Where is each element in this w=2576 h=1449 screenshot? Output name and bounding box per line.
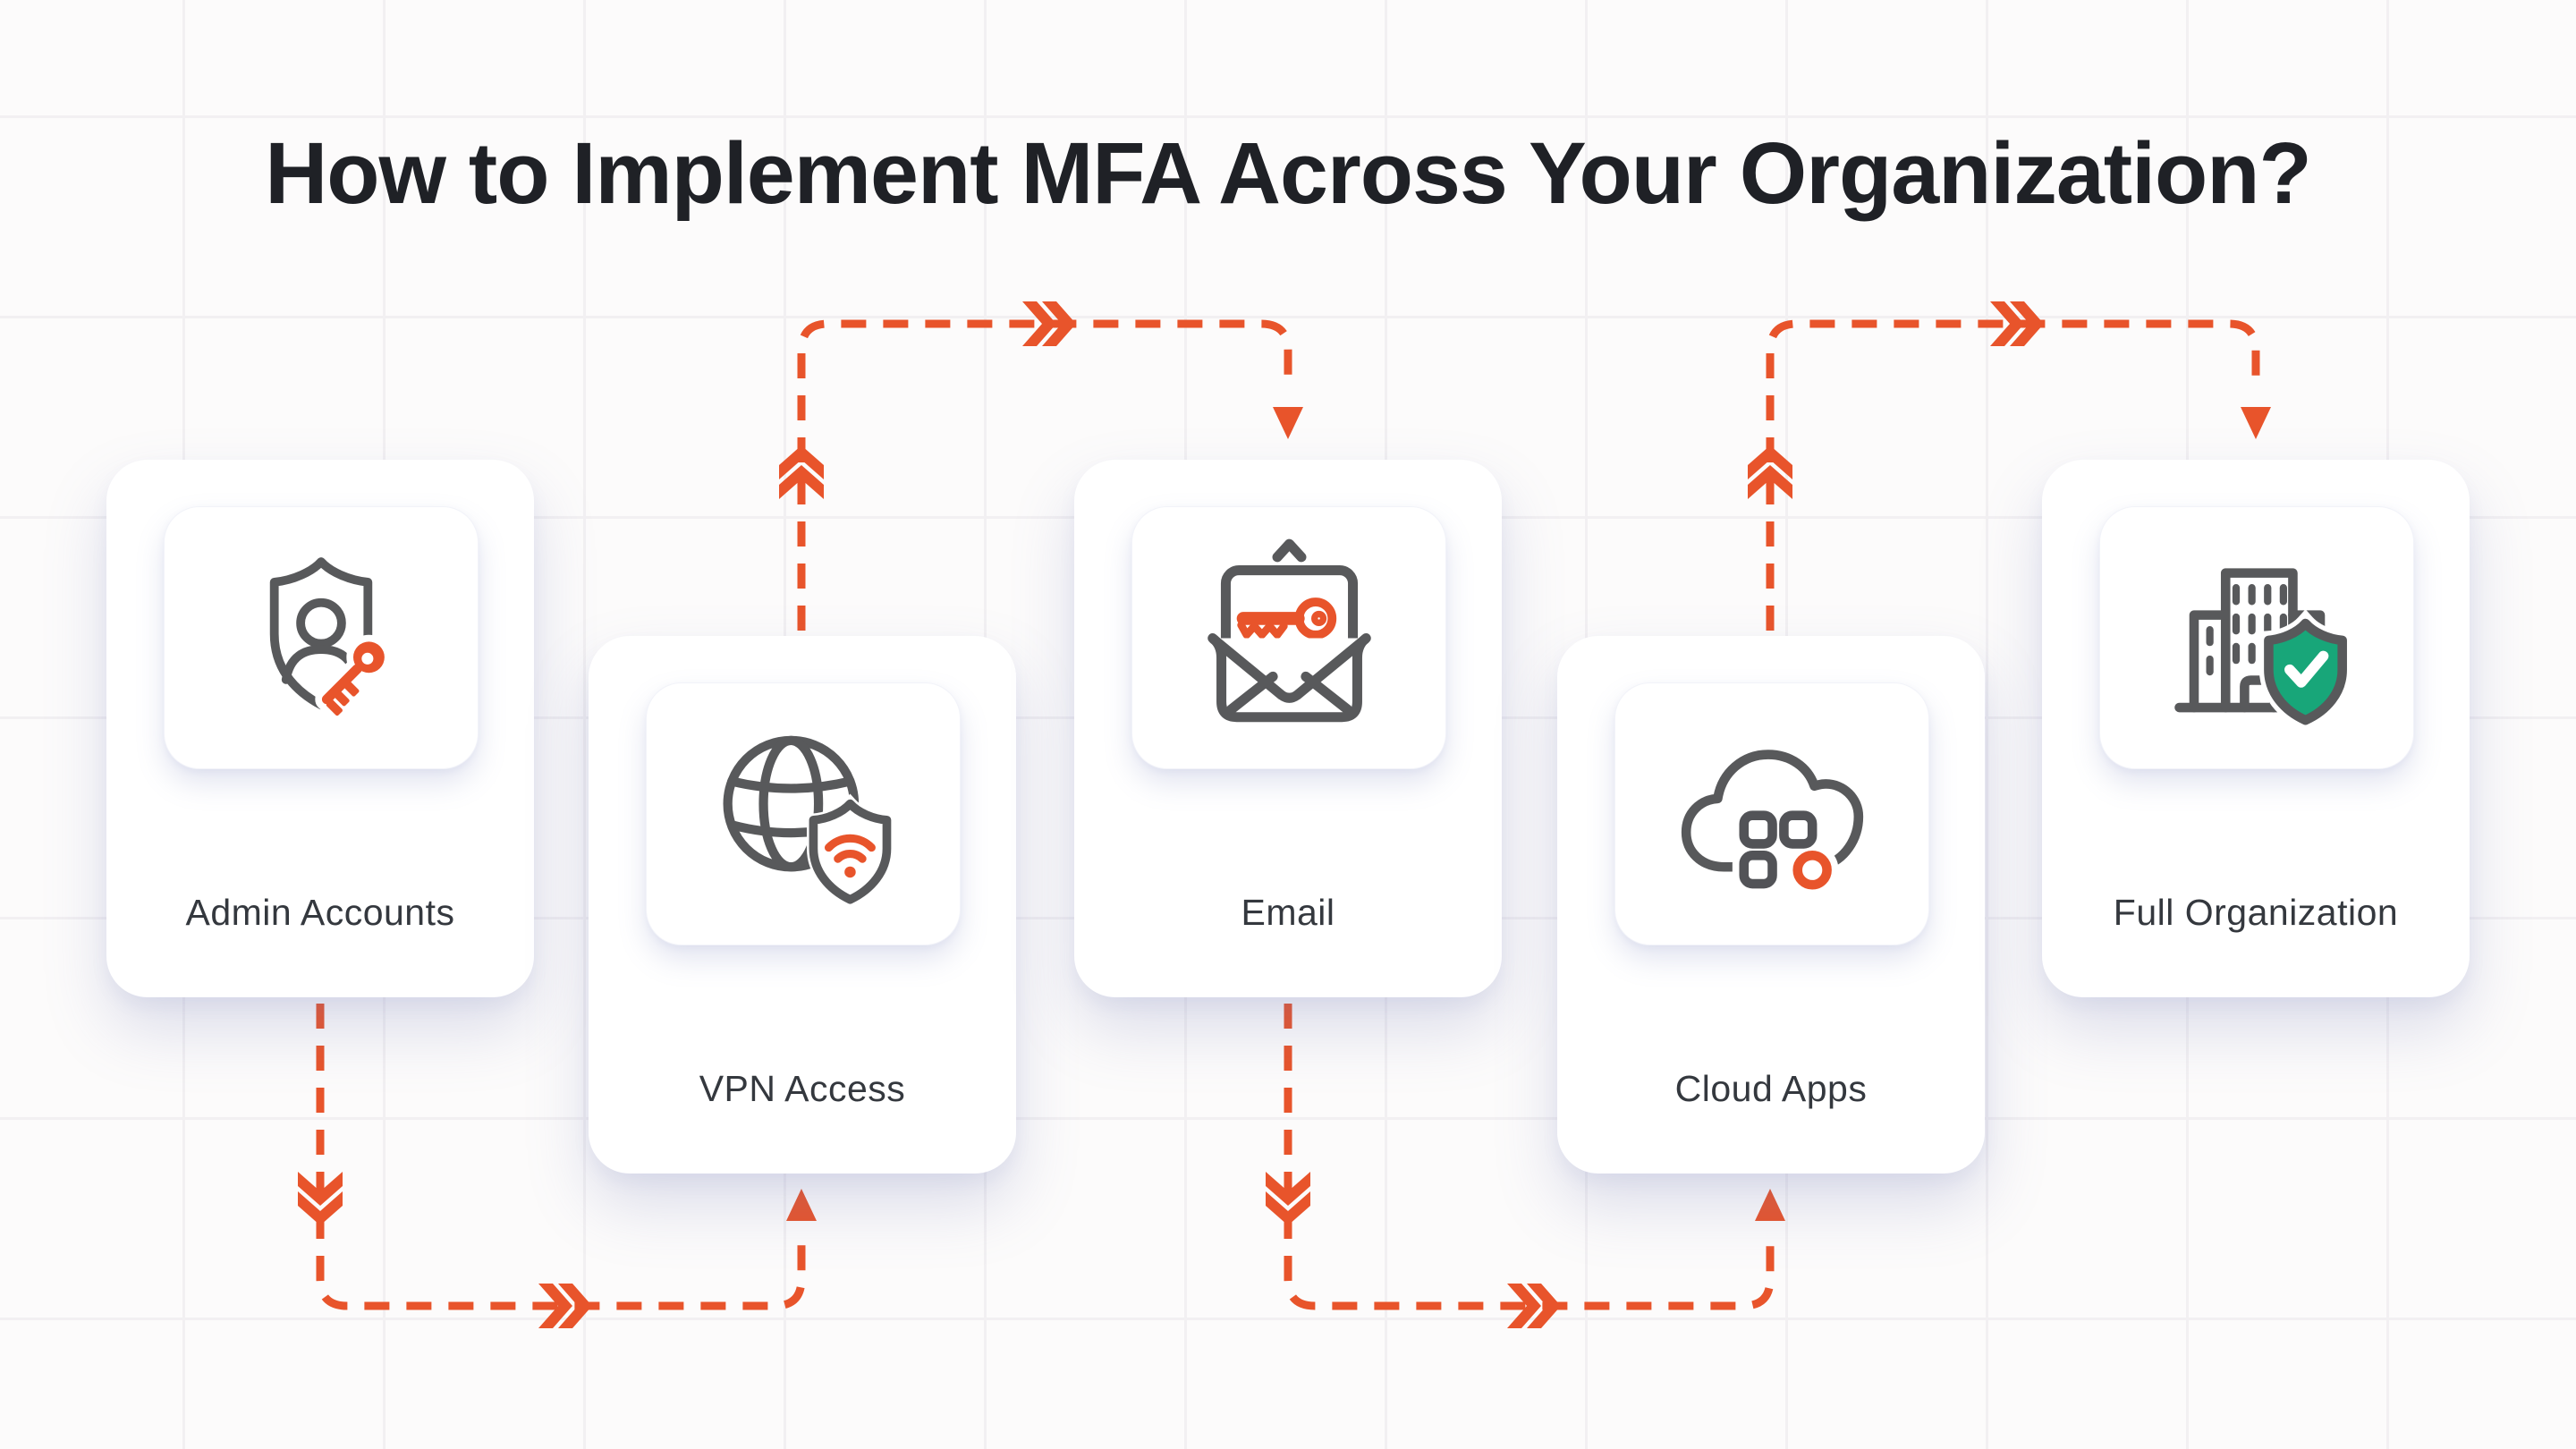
card-label: Email <box>1241 892 1335 933</box>
key-icon <box>315 634 392 723</box>
building-shield-check-icon <box>2174 567 2351 731</box>
card-icon-tile <box>164 506 479 769</box>
card-admin-accounts: Admin Accounts <box>106 460 534 997</box>
card-label: Admin Accounts <box>185 892 455 933</box>
wifi-icon <box>824 834 876 852</box>
card-icon-tile <box>1131 506 1446 769</box>
envelope-key-icon <box>1207 538 1371 722</box>
card-label: Full Organization <box>2113 892 2399 933</box>
checkmark-icon <box>2284 650 2328 688</box>
shield-wifi-icon <box>806 793 894 907</box>
card-cloud-apps: Cloud Apps <box>1557 636 1985 1174</box>
page-title: How to Implement MFA Across Your Organiz… <box>265 124 2312 222</box>
arrowhead-down-icon <box>1273 407 1303 439</box>
card-icon-tile <box>646 682 961 945</box>
card-icon-tile <box>1614 682 1929 945</box>
arrowhead-up-icon <box>786 1189 817 1221</box>
green-shield-check-icon <box>2258 608 2351 731</box>
caret-icon <box>1272 538 1306 562</box>
arrowhead-up-icon <box>1755 1189 1785 1221</box>
connector-email-to-cloud <box>1284 1004 1775 1310</box>
globe-shield-wifi-icon <box>723 735 894 907</box>
card-icon-tile <box>2099 506 2414 769</box>
card-vpn-access: VPN Access <box>589 636 1016 1174</box>
card-label: Cloud Apps <box>1674 1068 1868 1109</box>
arrowhead-down-icon <box>2241 407 2271 439</box>
shield-user-key-icon <box>269 557 392 723</box>
card-label: VPN Access <box>699 1068 906 1109</box>
app-grid-icon <box>1732 803 1839 896</box>
connector-admin-to-vpn <box>316 1004 806 1310</box>
key-icon <box>1236 597 1336 640</box>
card-email: Email <box>1074 460 1502 997</box>
cloud-apps-icon <box>1681 749 1863 896</box>
card-full-organization: Full Organization <box>2042 460 2470 997</box>
